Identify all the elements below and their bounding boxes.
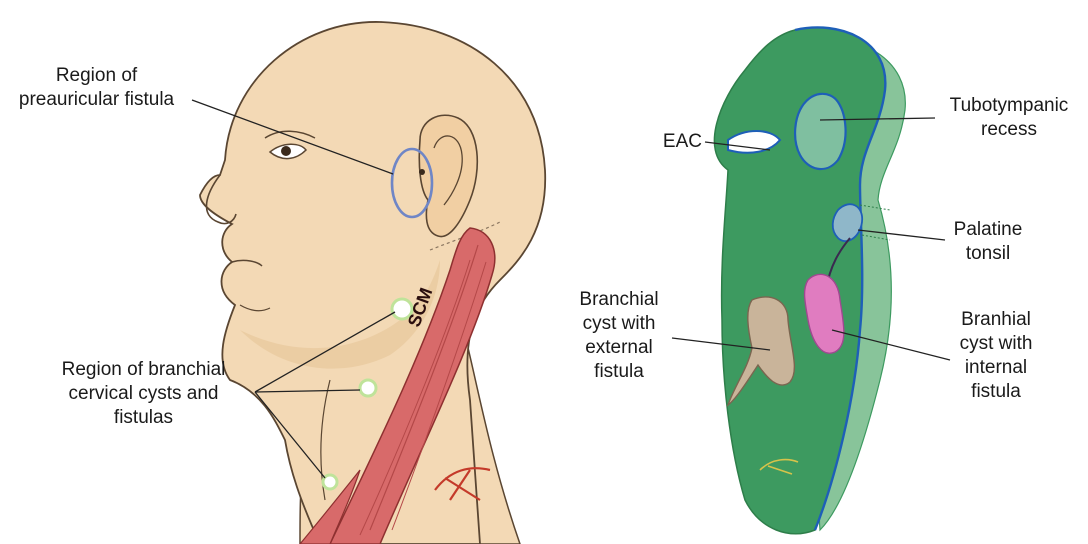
head-illustration	[192, 22, 545, 544]
embryo-body	[714, 28, 885, 534]
embryo-illustration	[672, 28, 950, 534]
branchial-external-fistula-label: Branchial cyst with external fistula	[565, 288, 673, 384]
palatine-tonsil-label: Palatine tonsil	[940, 218, 1036, 266]
branchial-cysts-label: Region of branchial cervical cysts and f…	[36, 358, 251, 430]
eac-label: EAC	[650, 130, 702, 154]
tubotympanic-recess-label: Tubotympanic recess	[934, 94, 1084, 142]
branchial-internal-fistula-label: Branhial cyst with internal fistula	[946, 308, 1046, 404]
preauricular-fistula-label: Region of preauricular fistula	[4, 64, 189, 112]
tubotympanic-recess-shape	[795, 94, 846, 169]
cyst-marker-middle	[360, 380, 376, 396]
